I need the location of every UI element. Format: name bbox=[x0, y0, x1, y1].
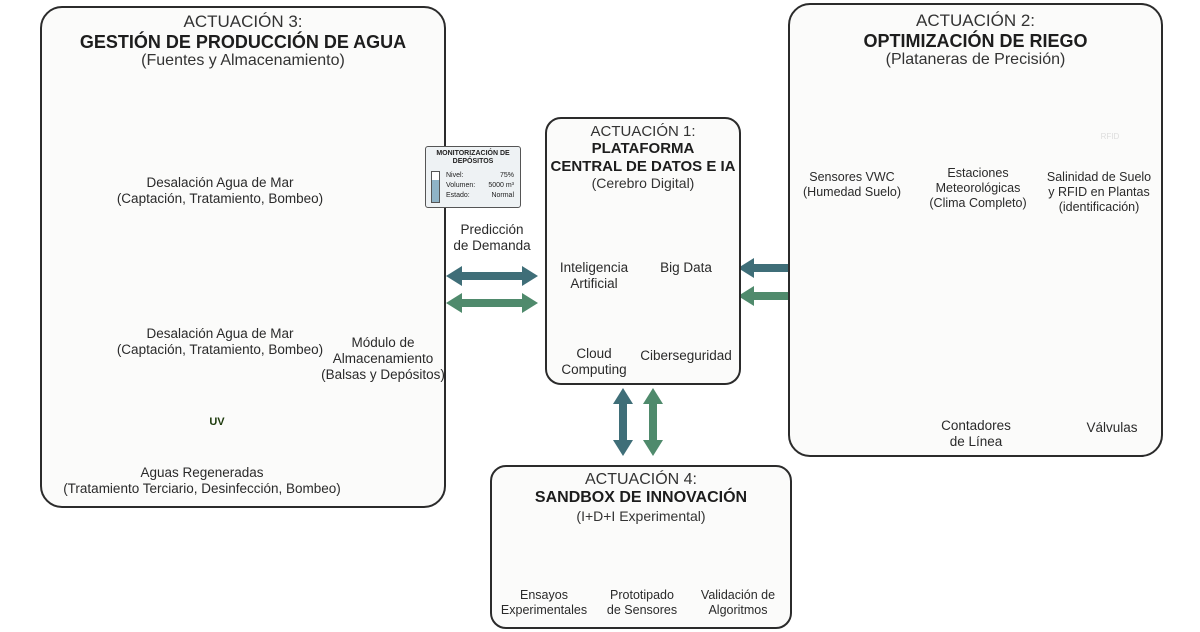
regen-label: Aguas Regeneradas (Tratamiento Terciario… bbox=[63, 465, 341, 497]
rfid-text: RFID bbox=[1100, 132, 1120, 141]
monitor-title-1: MONITORIZACIÓN DE bbox=[436, 150, 510, 157]
monitor-row: Nivel: 75% bbox=[446, 172, 514, 180]
act1-item-ai: Inteligencia Artificial bbox=[559, 260, 629, 292]
act1-title-2: CENTRAL DE DATOS E IA bbox=[550, 157, 736, 175]
monitor-row: Estado: Normal bbox=[446, 192, 514, 200]
act3-panel: ACTUACIÓN 3: GESTIÓN DE PRODUCCIÓN DE AG… bbox=[40, 6, 446, 508]
act2-label: ACTUACIÓN 2: bbox=[915, 11, 1036, 30]
monitor-row-value: Normal bbox=[491, 192, 514, 200]
act3-label: ACTUACIÓN 3: bbox=[183, 12, 303, 31]
act4-item-validation: Validación de Algoritmos bbox=[700, 588, 776, 617]
monitor-row-key: Volumen: bbox=[446, 182, 476, 190]
act1-panel: ACTUACIÓN 1: PLATAFORMA CENTRAL DE DATOS… bbox=[545, 117, 741, 385]
monitor-row: Volumen: 5000 m³ bbox=[446, 182, 514, 190]
monitor-level-fill bbox=[432, 179, 439, 202]
act4-panel: ACTUACIÓN 4: SANDBOX DE INNOVACIÓN (I+D+… bbox=[490, 465, 792, 629]
monitor-row-value: 5000 m³ bbox=[488, 182, 514, 190]
act4-label: ACTUACIÓN 4: bbox=[584, 471, 697, 488]
act4-item-trials: Ensayos Experimentales bbox=[500, 588, 588, 617]
act2-panel: ACTUACIÓN 2: OPTIMIZACIÓN DE RIEGO (Plat… bbox=[788, 3, 1163, 457]
act2-title: OPTIMIZACIÓN DE RIEGO bbox=[863, 30, 1088, 51]
tank-monitor-card: MONITORIZACIÓN DE DEPÓSITOS Nivel: 75% Vol… bbox=[425, 146, 521, 208]
act3-subtitle: (Fuentes y Almacenamiento) bbox=[141, 52, 345, 70]
monitor-row-key: Nivel: bbox=[446, 172, 464, 179]
line-meters-label: Contadores de Línea bbox=[941, 418, 1011, 450]
act1-label: ACTUACIÓN 1: bbox=[590, 123, 696, 140]
act4-item-prototyping: Prototipado de Sensores bbox=[606, 588, 678, 617]
act1-item-bigdata: Big Data bbox=[660, 260, 712, 275]
weather-stations-label: Estaciones Meteorológicas (Clima Complet… bbox=[929, 166, 1027, 210]
storage-label: Módulo de Almacenamiento (Balsas y Depós… bbox=[321, 335, 445, 383]
act2-subtitle: (Plataneras de Precisión) bbox=[885, 51, 1066, 69]
act4-subtitle: (I+D+I Experimental) bbox=[576, 507, 706, 524]
salinity-rfid-label: Salinidad de Suelo y RFID en Plantas (id… bbox=[1046, 170, 1152, 214]
act4-title: SANDBOX DE INNOVACIÓN bbox=[534, 489, 748, 507]
desal2-label: Desalación Agua de Mar (Captación, Trata… bbox=[116, 326, 324, 358]
desal1-label: Desalación Agua de Mar (Captación, Trata… bbox=[116, 175, 324, 207]
act3-title: GESTIÓN DE PRODUCCIÓN DE AGUA bbox=[79, 31, 407, 52]
monitor-row-key: Estado: bbox=[446, 192, 470, 200]
act1-subtitle: (Cerebro Digital) bbox=[591, 174, 695, 191]
valves-label: Válvulas bbox=[1086, 420, 1138, 435]
act1-item-security: Ciberseguridad bbox=[640, 348, 732, 363]
act1-item-cloud: Cloud Computing bbox=[561, 346, 627, 378]
monitor-row-value: 75% bbox=[499, 172, 514, 179]
uv-text: UV bbox=[209, 416, 225, 428]
act1-title-1: PLATAFORMA bbox=[591, 140, 695, 158]
prediction-label: Predicción de Demanda bbox=[453, 222, 531, 254]
vwc-sensors-label: Sensores VWC (Humedad Suelo) bbox=[803, 170, 901, 199]
monitor-title-2: DEPÓSITOS bbox=[452, 158, 494, 166]
